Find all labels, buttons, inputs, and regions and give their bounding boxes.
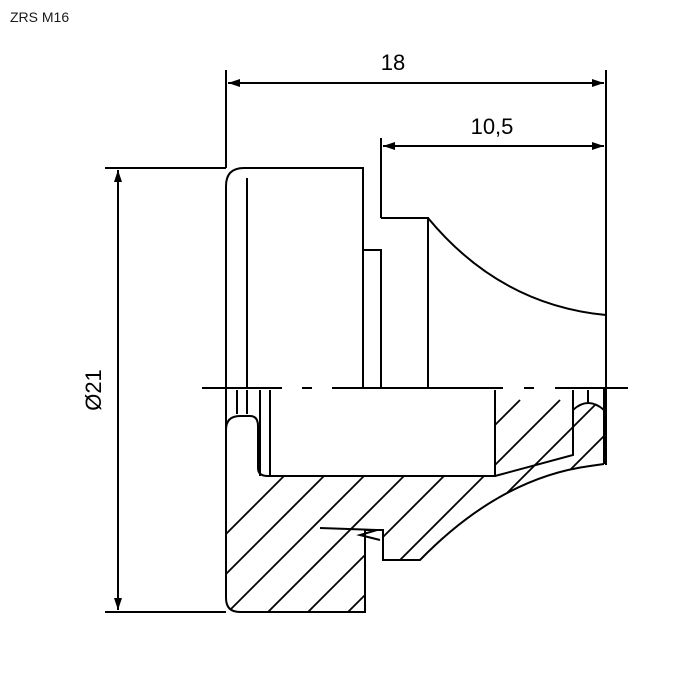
dimension-diameter: Ø21 (81, 167, 226, 613)
dimension-label-diameter: Ø21 (81, 369, 106, 411)
dimension-label-10-5: 10,5 (471, 114, 514, 139)
drawing-title: ZRS M16 (10, 9, 70, 25)
dimension-overall-length: 18 (225, 50, 607, 168)
dimension-label-18: 18 (381, 50, 405, 75)
dimension-nose-length: 10,5 (380, 114, 604, 218)
section-view (225, 388, 605, 613)
exterior-view (225, 167, 607, 465)
